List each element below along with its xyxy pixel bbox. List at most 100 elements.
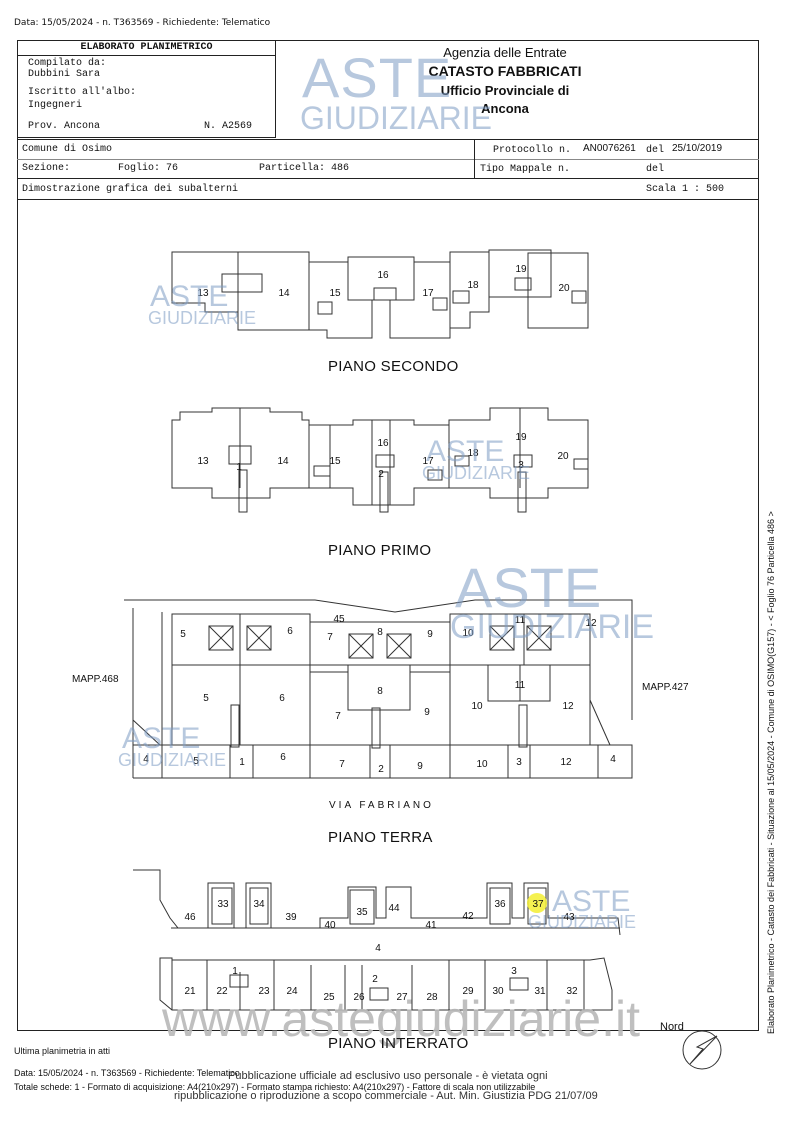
unit-label-terra: 7 [327, 632, 333, 643]
unit-label-terra: 5 [193, 756, 199, 767]
scala: Scala 1 : 500 [646, 184, 725, 195]
register-number: N. A2569 [204, 121, 253, 132]
unit-label-primo: 17 [422, 456, 434, 467]
unit-label-interrato: 1 [232, 966, 238, 977]
footer-totale-line: Totale schede: 1 - Formato di acquisizio… [14, 1082, 536, 1092]
unit-label-terra: 6 [280, 752, 286, 763]
unit-label-interrato: 41 [425, 920, 437, 931]
unit-label-interrato: 42 [462, 911, 474, 922]
unit-label-interrato: 37 [532, 899, 544, 910]
catasto-title: CATASTO FABBRICATI [428, 63, 582, 79]
unit-label-interrato: 39 [285, 912, 297, 923]
unit-label-secondo: 17 [422, 288, 434, 299]
unit-label-terra: 4 [143, 754, 149, 765]
unit-label-interrato: 25 [323, 992, 335, 1003]
unit-label-terra: 7 [339, 759, 345, 770]
plan-secondo [171, 249, 589, 339]
del-label-2: del [646, 164, 665, 175]
unit-label-interrato: 21 [184, 986, 196, 997]
plan-primo [171, 407, 589, 513]
unit-label-terra: 4 [610, 754, 616, 765]
row-divider [17, 139, 759, 140]
unit-label-terra: 12 [585, 618, 597, 629]
watermark-aste-2: ASTE [426, 435, 505, 468]
unit-label-interrato: 3 [511, 966, 517, 977]
unit-label-interrato: 30 [492, 986, 504, 997]
header-left-box [17, 40, 276, 138]
unit-label-primo: 20 [557, 451, 569, 462]
unit-label-interrato: 40 [324, 920, 336, 931]
unit-label-secondo: 15 [329, 288, 341, 299]
publication-notice-1: Pubblicazione ufficiale ad esclusivo uso… [228, 1070, 548, 1082]
watermark-aste-5: ASTE [552, 885, 631, 918]
watermark-giudiziarie-3: GIUDIZIARIE [450, 608, 655, 646]
row-divider [17, 159, 759, 160]
unit-label-secondo: 19 [515, 264, 527, 275]
unit-label-terra: 5 [203, 693, 209, 704]
unit-label-interrato: 2 [372, 974, 378, 985]
unit-label-interrato: 27 [396, 992, 408, 1003]
mapp-left: MAPP.468 [72, 674, 119, 685]
unit-label-terra: 10 [471, 701, 483, 712]
iscritto-value: Ingegneri [28, 100, 83, 111]
unit-label-interrato: 23 [258, 986, 270, 997]
unit-label-terra: 8 [377, 686, 383, 697]
floor-label-interrato: PIANO INTERRATO [328, 1035, 469, 1052]
watermark-giudiziarie-4: GIUDIZIARIE [118, 750, 227, 770]
unit-label-interrato: 22 [216, 986, 228, 997]
del-value: 25/10/2019 [672, 143, 723, 154]
compilato-label: Compilato da: [28, 58, 107, 69]
protocollo-value: AN0076261 [583, 143, 636, 154]
plan-interrato [133, 869, 621, 1011]
unit-label-interrato: 34 [253, 899, 265, 910]
street-name: VIA FABRIANO [329, 800, 434, 811]
ultima-planimetria: Ultima planimetria in atti [14, 1046, 111, 1056]
agency-name: Agenzia delle Entrate [443, 45, 567, 60]
unit-label-secondo: 13 [197, 288, 209, 299]
watermark-giudiziarie-2: GIUDIZIARIE [422, 463, 531, 483]
document-title: ELABORATO PLANIMETRICO [18, 41, 275, 56]
unit-label-interrato: 36 [494, 899, 506, 910]
unit-label-terra: 2 [378, 764, 384, 775]
plan-terra [124, 599, 633, 779]
unit-label-terra: 45 [333, 614, 345, 625]
unit-label-interrato: 35 [356, 907, 368, 918]
unit-label-terra: 10 [462, 628, 474, 639]
unit-label-interrato: 26 [353, 992, 365, 1003]
top-info-line: Data: 15/05/2024 - n. T363569 - Richiede… [14, 18, 271, 28]
unit-label-terra: 10 [476, 759, 488, 770]
unit-label-primo: 3 [518, 460, 524, 471]
unit-label-primo: 19 [515, 432, 527, 443]
unit-label-primo: 14 [277, 456, 289, 467]
office-line: Ufficio Provinciale di [440, 83, 570, 98]
unit-label-terra: 1 [239, 757, 245, 768]
unit-label-interrato: 46 [184, 912, 196, 923]
unit-label-interrato: 44 [388, 903, 400, 914]
unit-label-interrato: 43 [563, 912, 575, 923]
tipo-mappale: Tipo Mappale n. [480, 164, 571, 175]
unit-label-secondo: 16 [377, 270, 389, 281]
protocollo-label: Protocollo n. [493, 145, 572, 156]
watermark-giudiziarie-5: GIUDIZIARIE [528, 912, 637, 932]
compilato-value: Dubbini Sara [28, 69, 101, 80]
footer-data-line: Data: 15/05/2024 - n. T363569 - Richiede… [14, 1068, 240, 1078]
watermark-aste-top: ASTE [302, 46, 453, 109]
north-arrow [682, 1030, 722, 1070]
unit-label-primo: 15 [329, 456, 341, 467]
unit-label-interrato: 4 [375, 943, 381, 954]
unit-label-terra: 11 [515, 680, 526, 691]
province: Prov. Ancona [28, 121, 101, 132]
watermark-aste-1: ASTE [150, 280, 229, 313]
unit-label-interrato: 32 [566, 986, 578, 997]
row-divider [17, 199, 759, 200]
unit-label-terra: 12 [560, 757, 572, 768]
floor-label-terra: PIANO TERRA [328, 829, 433, 846]
unit-label-secondo: 14 [278, 288, 290, 299]
unit-label-terra: 9 [424, 707, 430, 718]
publication-notice-2: ripubblicazione o riproduzione a scopo c… [174, 1090, 598, 1102]
sezione: Sezione: [22, 163, 71, 174]
watermark-aste-4: ASTE [122, 722, 201, 755]
unit-label-interrato: 29 [462, 986, 474, 997]
unit-label-terra: 7 [335, 711, 341, 722]
